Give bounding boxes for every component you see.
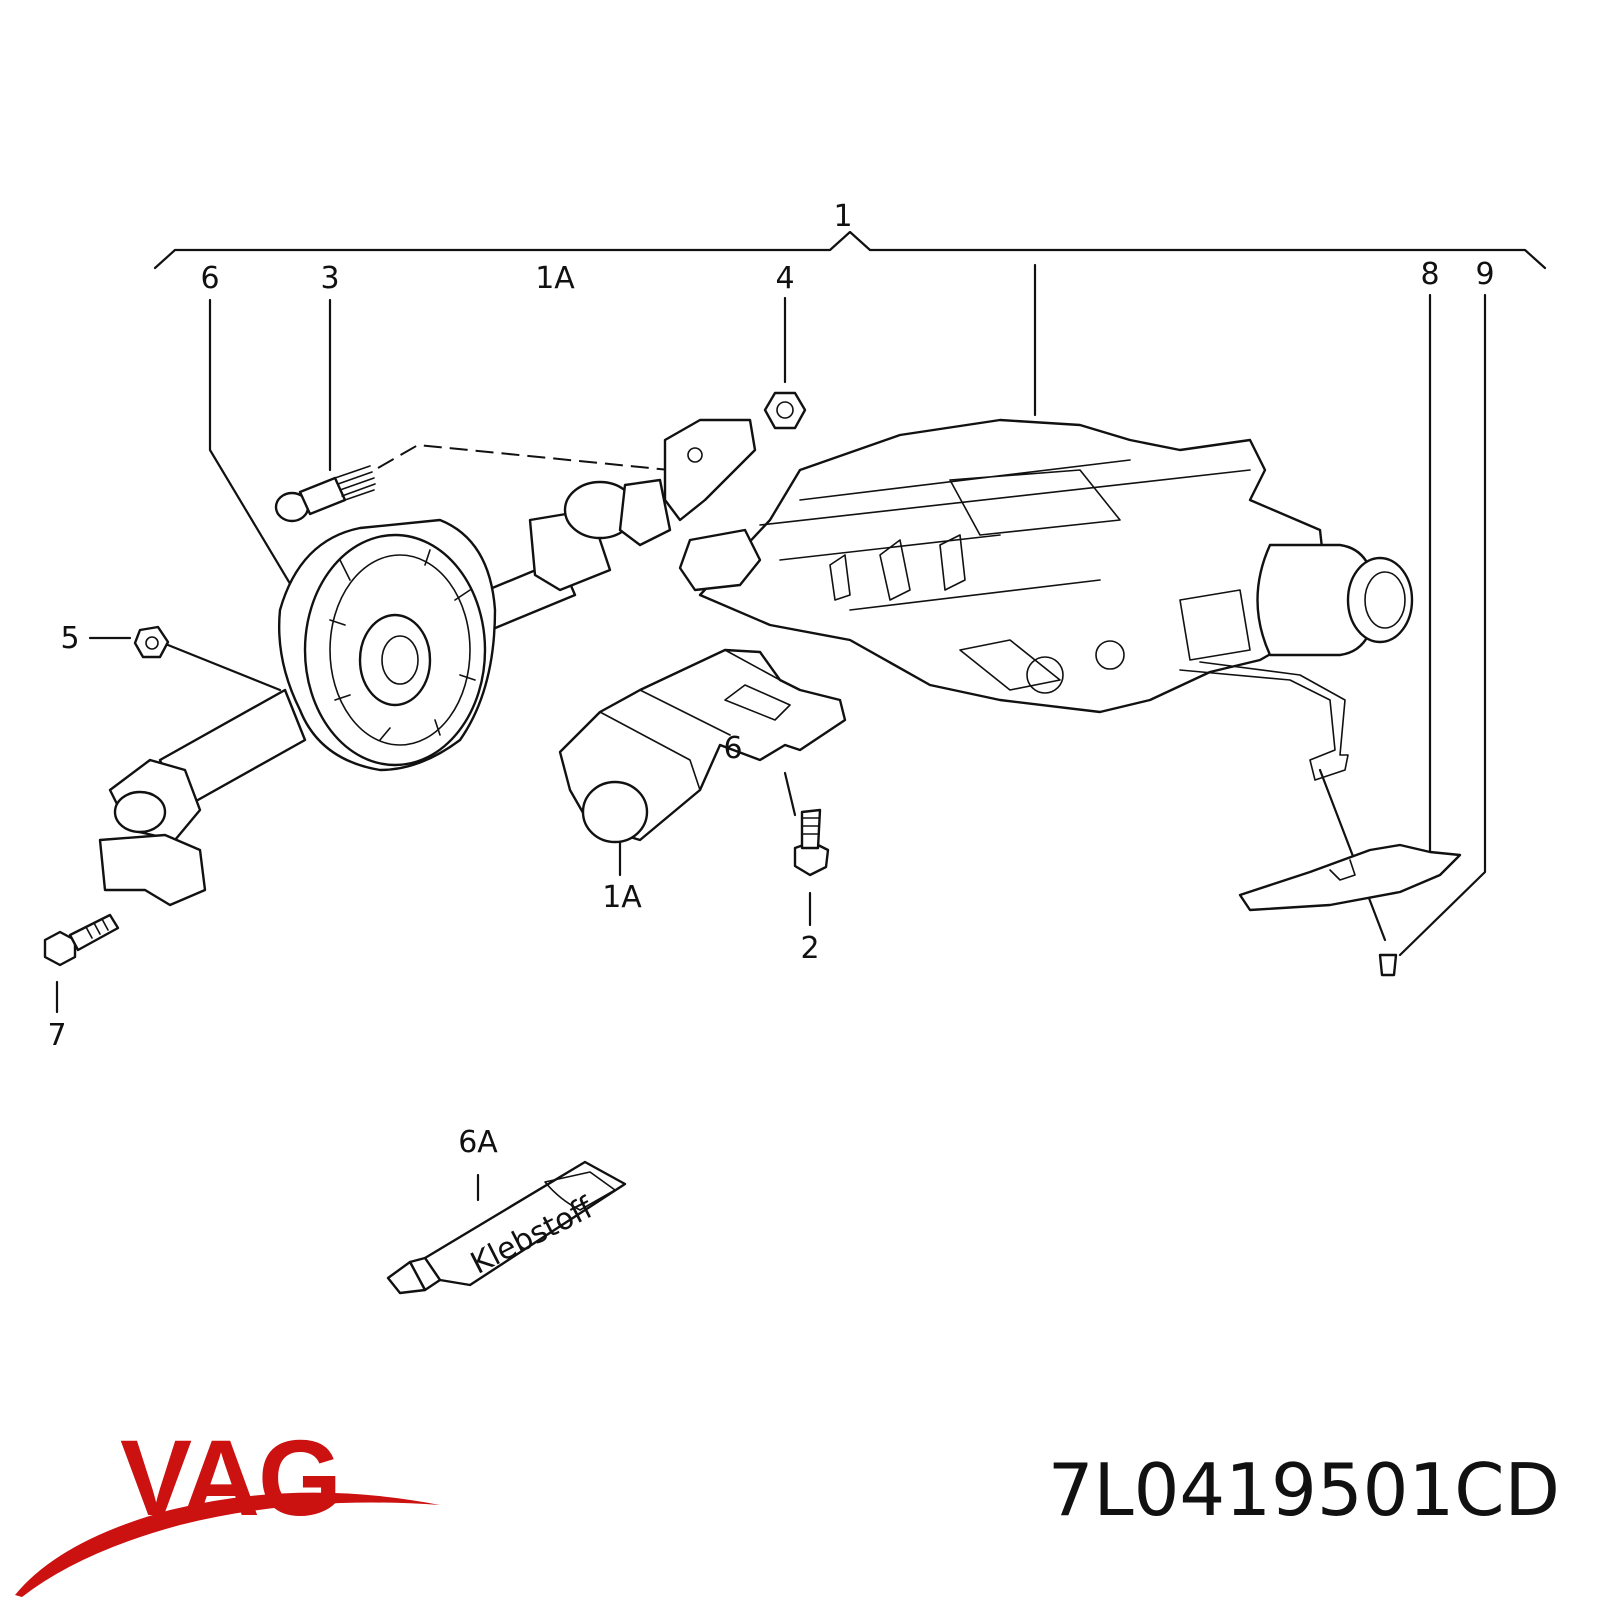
callout-3: 3 [320,261,339,296]
part-number: 7L0419501CD [1047,1448,1560,1532]
callout-4: 4 [775,261,794,296]
callout-7: 7 [47,1018,66,1053]
callout-2: 2 [800,931,819,966]
adhesive-tube-6a: Klebstoff [386,1160,627,1295]
control-module-1a [558,648,847,844]
callout-8: 8 [1420,257,1439,292]
callout-labels: 1 6 3 1A 4 8 9 5 6 1A 2 7 6A [47,199,1494,1160]
bolt-2 [793,808,830,877]
callout-6-small: 6 [723,731,742,766]
callout-9: 9 [1475,257,1494,292]
callout-1a-top: 1A [535,261,575,296]
leader-lines [55,263,1487,1202]
callout-6: 6 [200,261,219,296]
nut-5 [133,625,170,659]
bolt-7 [43,913,120,967]
nut-4 [763,391,807,430]
boot-seal-6 [277,518,497,772]
callout-1a-bottom: 1A [602,880,642,915]
callout-1: 1 [833,199,852,234]
callout-5: 5 [60,621,79,656]
lower-support-strap [1179,661,1349,781]
upper-mounting-bracket [663,418,762,592]
column-tube-right [1256,543,1414,657]
vag-logo: VAG [120,1417,342,1538]
group-bracket-1 [153,230,1547,270]
screw-9 [1378,953,1398,977]
cover-plate-8 [1238,843,1462,912]
lower-shaft [98,688,307,907]
vag-logo-swoosh [15,1492,440,1597]
bolt-3 [274,465,376,523]
steering-column-housing [698,418,1332,714]
callout-6a: 6A [458,1125,498,1160]
